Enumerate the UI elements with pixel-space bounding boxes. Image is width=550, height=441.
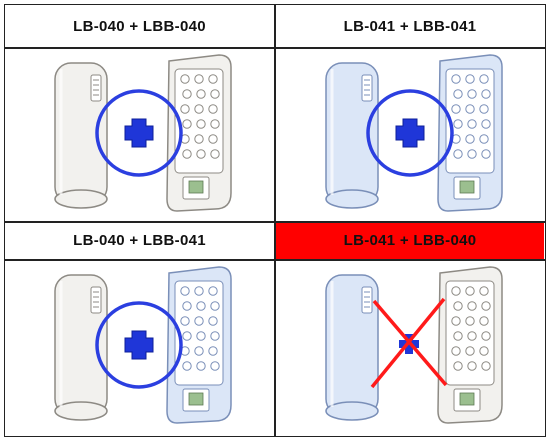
combo-image-4 — [276, 261, 544, 436]
combo-image-3 — [5, 261, 274, 436]
row-divider-3 — [5, 259, 545, 261]
lb-module-icon — [54, 274, 108, 421]
combo-image-2 — [276, 49, 544, 221]
incompatible-cross-icon — [370, 297, 448, 389]
lbb-bracket-icon — [166, 54, 232, 212]
lb-module-icon — [325, 62, 379, 209]
row-divider-2 — [5, 221, 545, 223]
combo-header-3: LB-040 + LBB-041 — [73, 232, 206, 249]
column-divider — [274, 5, 276, 436]
combo-header-2: LB-041 + LBB-041 — [343, 17, 477, 35]
combo-image-1 — [5, 49, 274, 221]
lb-module-icon — [325, 274, 379, 421]
compatible-plus-icon — [95, 89, 183, 177]
combo-header-1: LB-040 + LBB-040 — [73, 17, 206, 35]
compatible-plus-icon — [366, 89, 454, 177]
lbb-bracket-icon — [437, 266, 503, 424]
lb-module-icon — [54, 62, 108, 209]
row-divider-1 — [5, 47, 545, 49]
lbb-bracket-icon — [166, 266, 232, 424]
compatible-plus-icon — [95, 301, 183, 389]
lbb-bracket-icon — [437, 54, 503, 212]
combo-header-4-incompatible: LB-041 + LBB-040 — [276, 222, 544, 259]
compatibility-table: LB-040 + LBB-040 LB-041 + LBB-041 LB-040… — [4, 4, 546, 437]
